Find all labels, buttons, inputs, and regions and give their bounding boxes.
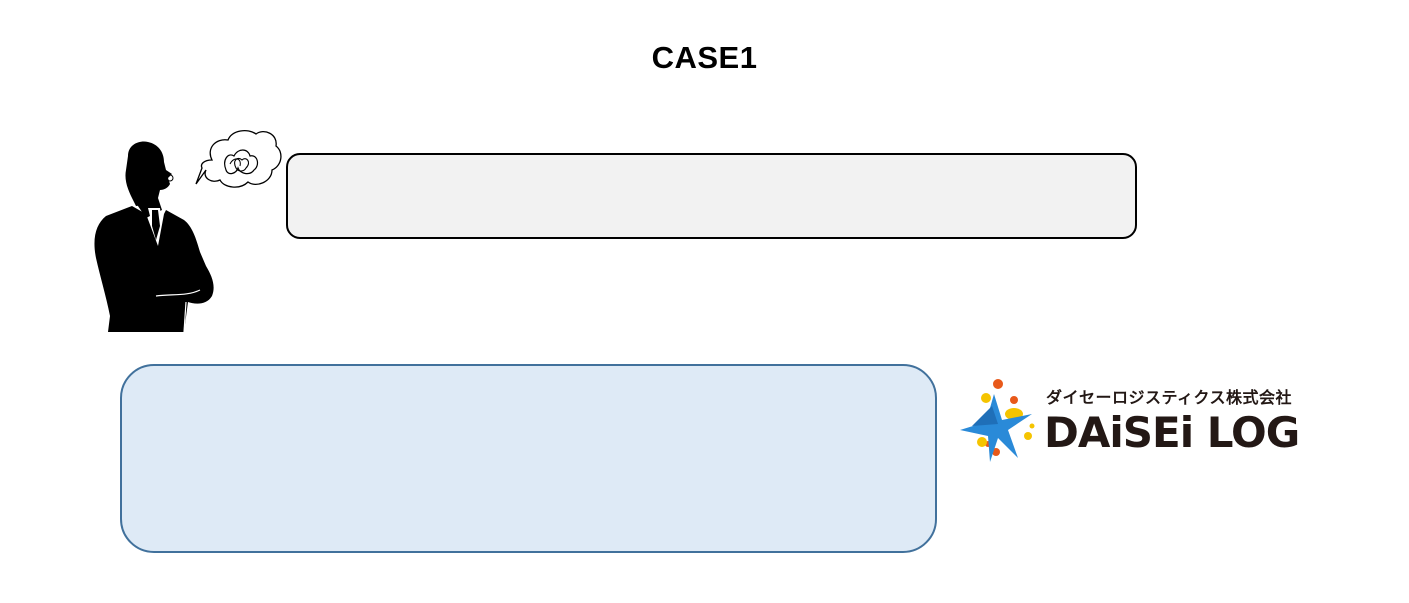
daisei-log-logo: ダイセーロジスティクス株式会社 DAiSEi LOG bbox=[952, 376, 1332, 468]
businessman-thinking-icon bbox=[88, 126, 284, 334]
page-title: CASE1 bbox=[0, 40, 1409, 76]
daisei-star-mark-icon bbox=[952, 376, 1042, 468]
thought-bubble-icon bbox=[196, 131, 281, 187]
businessman-silhouette bbox=[94, 142, 213, 332]
logo-company-name: ダイセーロジスティクス株式会社 bbox=[1046, 384, 1292, 408]
speech-box bbox=[286, 153, 1137, 239]
response-box bbox=[120, 364, 937, 553]
logo-wordmark: DAiSEi LOG bbox=[1044, 412, 1299, 454]
